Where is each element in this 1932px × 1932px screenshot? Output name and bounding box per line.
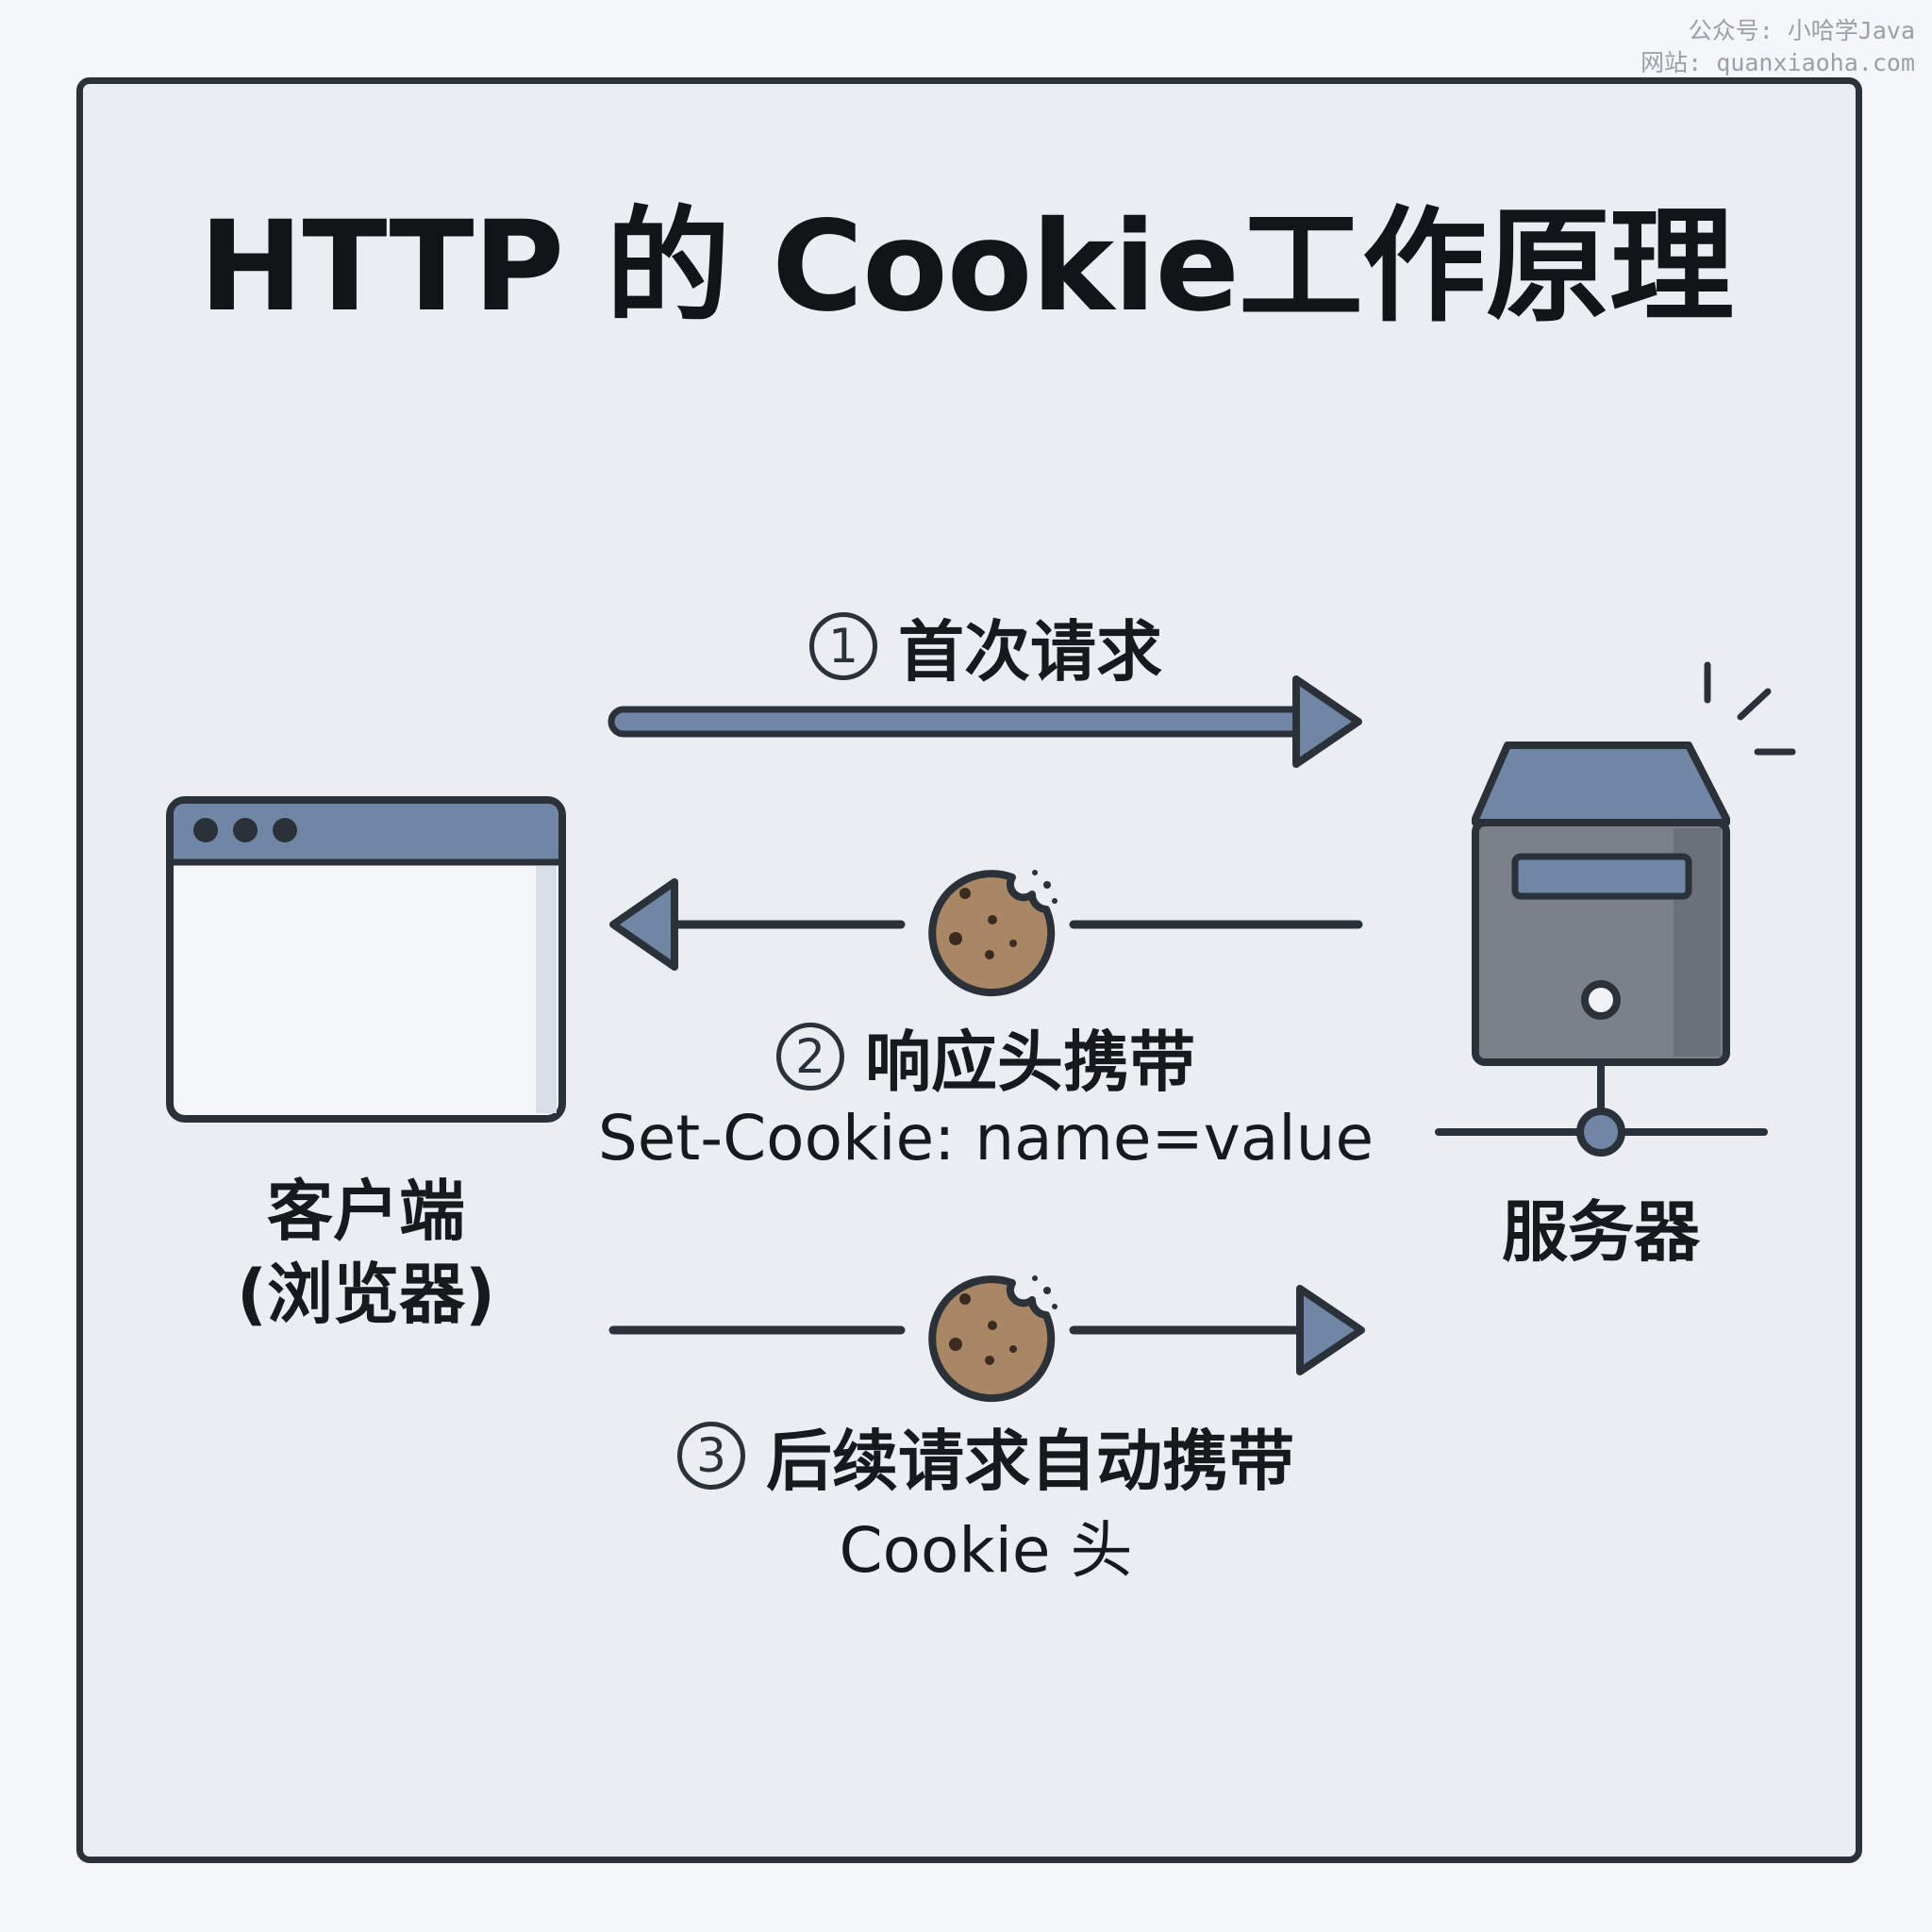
- step-2-text: 响应头携带: [865, 1023, 1195, 1101]
- step-1-label: 1 首次请求: [613, 604, 1358, 691]
- step-3-label: 3 后续请求自动携带: [566, 1413, 1406, 1500]
- step-3-detail: Cookie 头: [839, 1514, 1133, 1587]
- client-label: 客户端 (浏览器): [177, 1170, 555, 1336]
- cookie-icon: [928, 1275, 1058, 1403]
- subsequent-request-arrow: [608, 1285, 1365, 1375]
- watermark-line2: 网站: quanxiaoha.com: [1641, 49, 1915, 76]
- watermark: 公众号: 小哈学Java 网站: quanxiaoha.com: [1641, 15, 1915, 79]
- server-label: 服务器: [1502, 1193, 1700, 1271]
- step-2-detail: Set-Cookie: name=value: [597, 1102, 1374, 1174]
- request-arrow: [608, 675, 1362, 768]
- client-label-line1: 客户端: [267, 1173, 465, 1250]
- step-3-number: 3: [677, 1422, 745, 1490]
- step-1-number: 1: [809, 612, 877, 680]
- watermark-line1: 公众号: 小哈学Java: [1688, 17, 1915, 44]
- browser-window-icon: [166, 796, 566, 1123]
- cookie-icon: [928, 870, 1058, 997]
- step-3-text: 后续请求自动携带: [766, 1422, 1294, 1500]
- step-1-text: 首次请求: [898, 612, 1162, 691]
- step-2-number: 2: [776, 1023, 844, 1091]
- diagram-title: HTTP 的 Cookie工作原理: [198, 194, 1734, 340]
- step-2-label: 2 响应头携带: [613, 1014, 1358, 1101]
- client-label-line2: (浏览器): [237, 1256, 495, 1333]
- server-icon: [1435, 661, 1796, 1157]
- response-arrow: [609, 878, 1363, 971]
